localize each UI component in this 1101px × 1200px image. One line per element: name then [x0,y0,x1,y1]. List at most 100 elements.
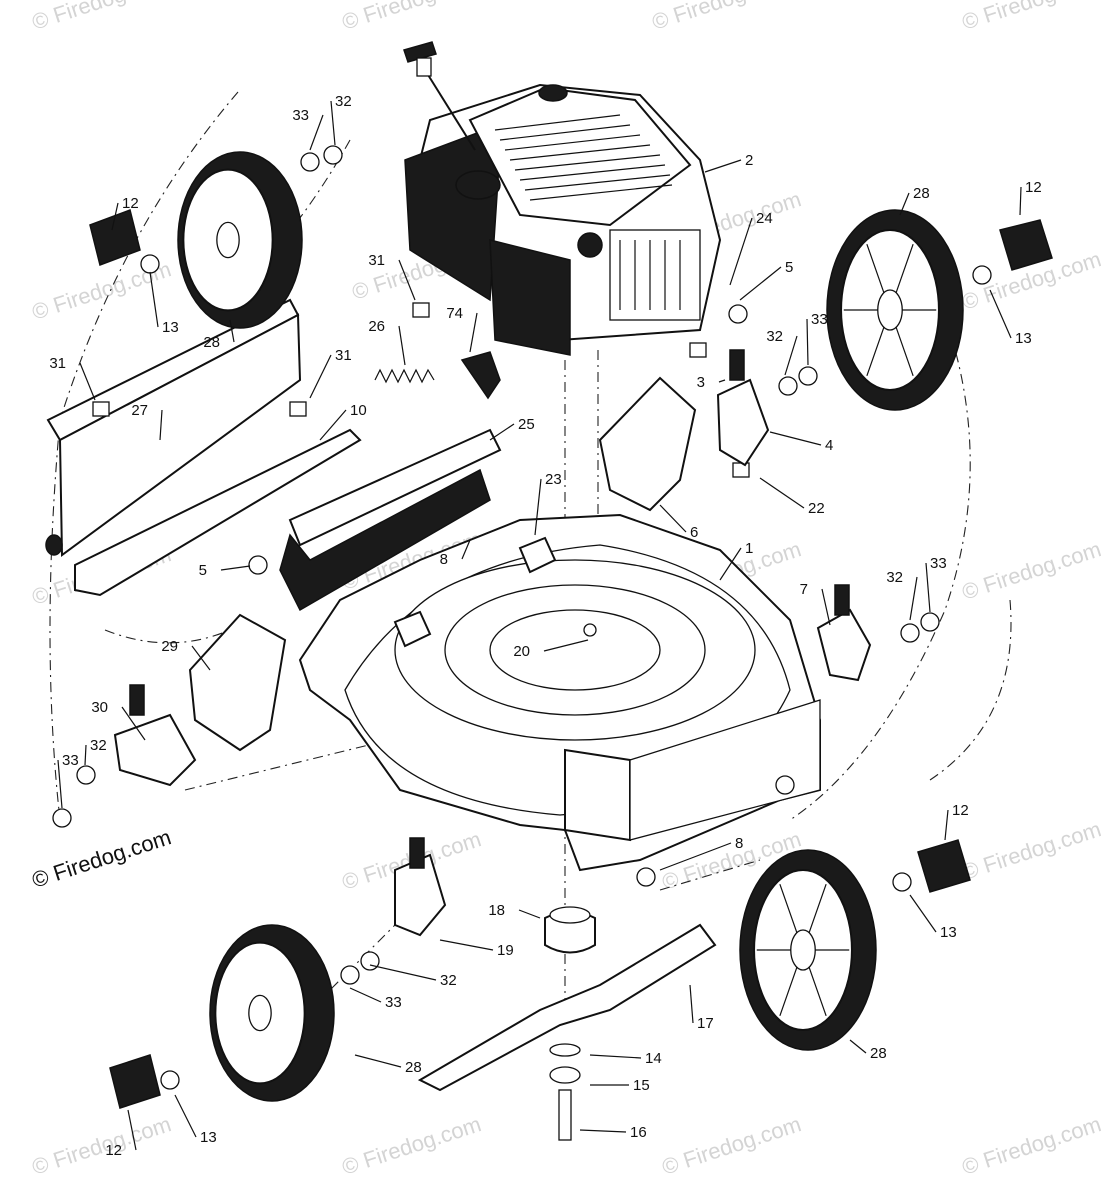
watermark-text: © Firedog.com [959,536,1101,604]
callout-4: 4 [825,437,833,454]
callout-33: 33 [811,311,828,328]
wheel [177,151,303,329]
wheel-spoke [808,883,827,933]
callout-leader-33 [925,562,931,613]
watermark-text: © Firedog.com [339,0,484,35]
callout-14: 14 [645,1050,662,1067]
callout-13: 13 [200,1129,217,1146]
callout-24: 24 [756,210,773,227]
wheel-hub [790,929,816,971]
callout-32: 32 [440,972,457,989]
callout-28: 28 [913,185,930,202]
wheel-spoke [866,243,885,293]
wheel-spoke [779,967,798,1017]
callout-leader-12 [111,202,119,231]
callout-leader-28 [354,1054,402,1068]
callout-leader-31 [398,259,416,301]
callout-33: 33 [292,107,309,124]
wheel [826,209,964,411]
callout-5: 5 [785,259,793,276]
callout-leader-12 [1019,186,1022,216]
callout-16: 16 [630,1124,647,1141]
callout-leader-5 [220,565,251,571]
watermark-text: © Firedog.com [29,0,174,35]
callout-20: 20 [513,643,530,660]
callout-leader-12 [127,1109,137,1151]
callout-leader-8 [461,539,471,560]
callout-12: 12 [1025,179,1042,196]
callout-leader-13 [149,271,159,328]
callout-30: 30 [91,699,108,716]
callout-32: 32 [886,569,903,586]
callout-leader-22 [759,477,805,509]
callout-leader-30 [121,706,146,741]
wheel-covers [89,209,1053,1109]
callout-33: 33 [930,555,947,572]
callout-leader-13 [989,289,1012,339]
callout-28: 28 [870,1045,887,1062]
wheels [177,151,964,1102]
callout-29: 29 [161,638,178,655]
callout-leader-26 [398,325,406,366]
copyright-text: © Firedog.com [29,824,174,892]
wheel-hub [216,221,240,259]
callout-leader-5 [739,266,782,301]
watermark-text: © Firedog.com [339,1111,484,1179]
callout-leader-31 [79,362,96,401]
wheel-hub [877,289,903,331]
callout-26: 26 [368,318,385,335]
callout-13: 13 [1015,330,1032,347]
callout-leader-16 [579,1129,627,1133]
callout-leader-29 [191,645,211,671]
callout-leader-28 [899,192,910,216]
mower-deck [298,513,821,872]
callout-leader-3 [718,379,726,383]
callout-18: 18 [488,902,505,919]
callout-33: 33 [62,752,79,769]
callout-1: 1 [745,540,753,557]
height-adjuster-rear-right [598,349,770,512]
callout-32: 32 [335,93,352,110]
wheel-hub [248,994,272,1032]
callout-leader-14 [589,1054,642,1059]
callout-leader-23 [534,478,542,536]
spring [374,368,435,384]
callout-leader-10 [319,409,347,441]
engine [403,41,722,356]
callout-leader-28 [849,1039,867,1054]
callout-25: 25 [518,416,535,433]
callout-leader-18 [518,909,541,919]
callout-32: 32 [766,328,783,345]
watermark-text: © Firedog.com [959,1111,1101,1179]
hardware [92,302,750,648]
callout-5: 5 [199,562,207,579]
callout-15: 15 [633,1077,650,1094]
watermark-text: © Firedog.com [959,0,1101,35]
callout-31: 31 [368,252,385,269]
callout-leader-1 [719,547,742,581]
callout-23: 23 [545,471,562,488]
callout-2: 2 [745,152,753,169]
callout-leader-12 [944,809,949,841]
callout-leader-20 [543,639,589,652]
callout-leader-32 [84,744,87,766]
wheel-spoke [808,967,827,1017]
callout-leader-33 [349,987,382,1003]
watermark-text: © Firedog.com [649,0,794,35]
engine-cooling-fins [494,114,673,201]
wheel [739,849,877,1051]
height-adjuster-front-left [394,837,447,937]
callout-leader-6 [659,504,687,533]
watermark-text: © Firedog.com [29,1111,174,1179]
wheel-spoke [866,327,885,377]
callout-8: 8 [735,835,743,852]
callout-6: 6 [690,524,698,541]
callout-17: 17 [697,1015,714,1032]
callout-leader-13 [174,1094,197,1138]
callout-leader-74 [469,312,478,353]
rear-baffle [45,298,362,597]
callout-leader-33 [806,318,809,366]
callout-74: 74 [446,305,463,322]
wheel-spoke [895,327,914,377]
